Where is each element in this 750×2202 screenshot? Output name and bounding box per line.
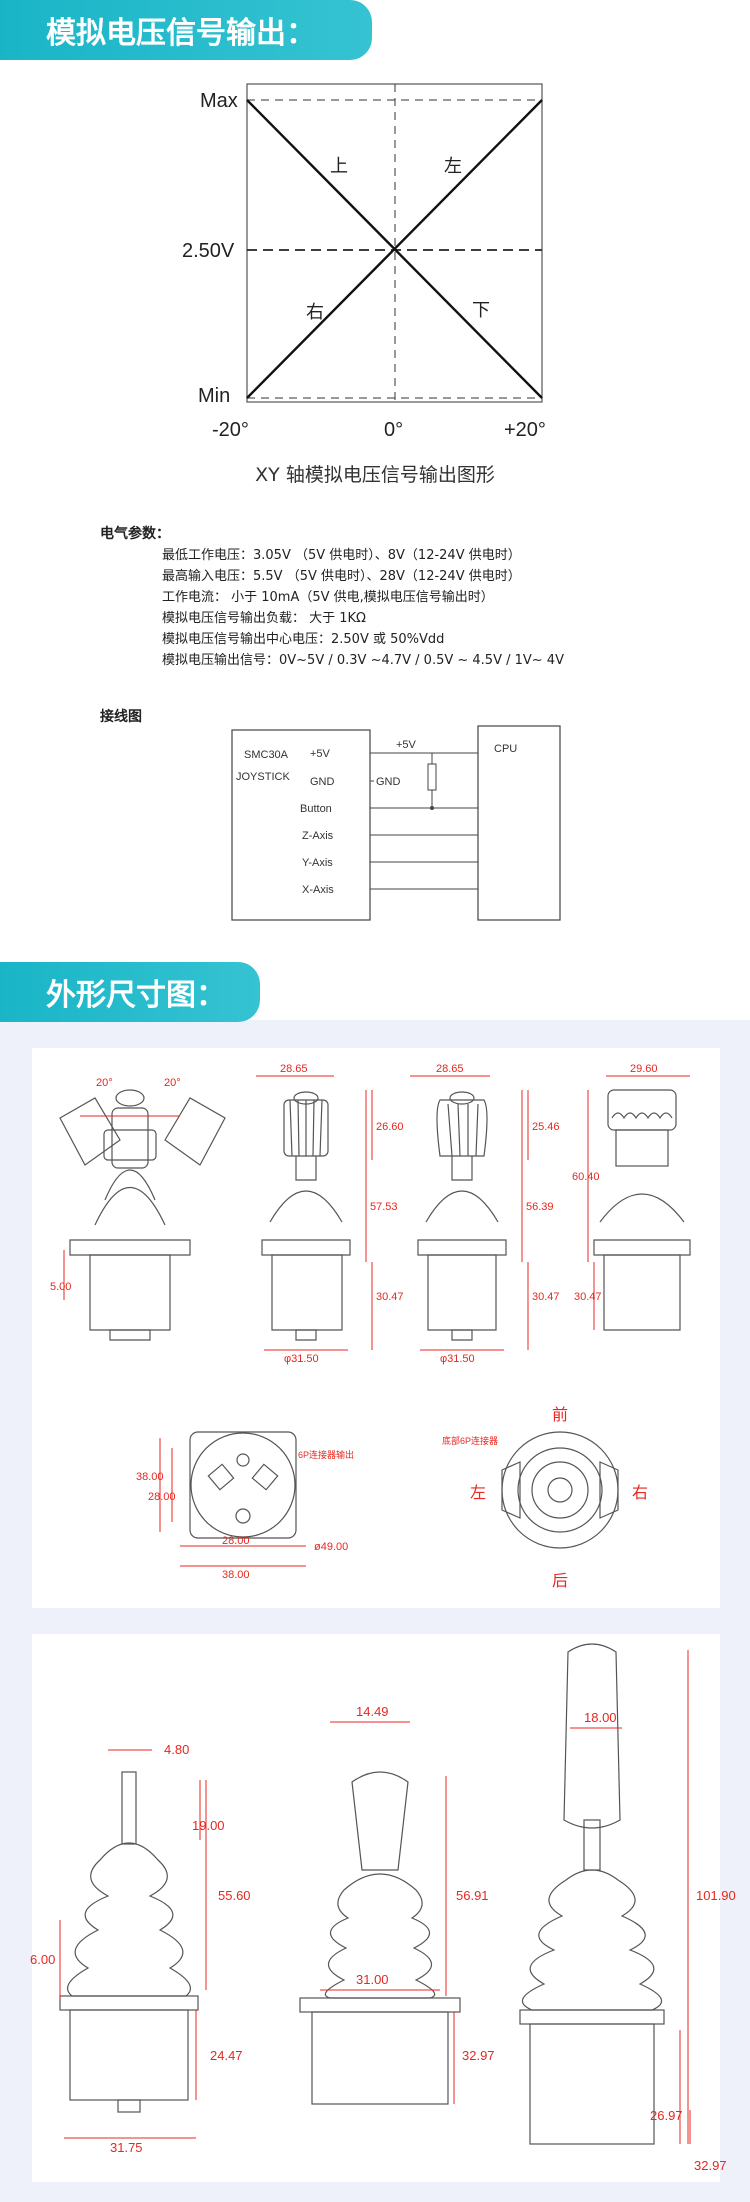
bottom-view [189,1431,297,1539]
pin-gnd: GND [310,776,335,788]
quad-upper-right: 左 [444,156,462,177]
dim-connector-label: 6P连接器输出 [298,1449,354,1460]
dim: 4.80 [164,1742,189,1757]
param-row: 最高输入电压：5.5V （5V 供电时）、28V（12-24V 供电时） [162,569,521,584]
dim: 32.97 [694,2158,727,2173]
pin-z: Z-Axis [302,830,334,842]
dir-front: 前 [552,1406,568,1424]
wiring-heading: 接线图 [100,709,142,725]
dim: 29.60 [630,1063,658,1075]
param-row: 工作电流： 小于 10mA（5V 供电,模拟电压信号输出时） [162,590,494,605]
pin-x: X-Axis [302,884,334,896]
x-left-label: -20° [212,419,249,441]
dimension-card-top [32,1048,720,1608]
electrical-heading: 电气参数： [100,526,170,542]
net-5v: +5V [396,739,417,751]
graph-caption: XY 轴模拟电压信号输出图形 [255,464,495,486]
dim: 28.65 [436,1063,464,1075]
param-row: 模拟电压信号输出负载： 大于 1KΩ [162,611,366,626]
dim: φ31.50 [440,1353,475,1365]
dim: 57.53 [370,1201,398,1213]
y-max-label: Max [200,90,238,112]
dim: 60.40 [572,1171,600,1183]
dim: 19.00 [192,1818,225,1833]
dim: 28.00 [148,1491,176,1503]
quad-lower-left: 右 [306,302,324,323]
top-dimension-drawings: 20° 20° 28.65 26.60 57.53 30.47 φ31.50 5… [50,1063,691,1590]
x-mid-label: 0° [384,419,403,441]
dim: 32.97 [462,2048,495,2063]
dim: 30.47 [532,1291,560,1303]
dim-bottom-connector: 底部6P连接器 [442,1435,498,1446]
dimension-title: 外形尺寸图： [0,962,260,1022]
dim: 55.60 [218,1888,251,1903]
dir-back: 后 [552,1572,568,1590]
pin-5v: +5V [310,748,331,760]
voltage-graph: Max 2.50V Min -20° 0° +20° 上 左 右 下 [182,83,546,441]
dim: 24.47 [210,2048,243,2063]
dim: 26.97 [650,2108,683,2123]
dim: 38.00 [136,1471,164,1483]
dim: 38.00 [222,1569,250,1581]
device-name-2: JOYSTICK [236,771,290,783]
dim: 25.46 [532,1121,560,1133]
dim: 26.60 [376,1121,404,1133]
direction-view [501,1431,619,1549]
cpu-box [477,725,561,921]
dim: ø49.00 [314,1541,348,1553]
quad-upper-left: 上 [330,156,348,177]
joystick-box [231,729,371,921]
dim: 30.47 [574,1291,602,1303]
dim: 28.00 [222,1535,250,1547]
dim: 5.00 [50,1281,71,1293]
analog-output-title: 模拟电压信号输出： [0,0,372,60]
cpu-label: CPU [494,743,517,755]
wiring-diagram: SMC30A JOYSTICK CPU +5V GND Button Z-Axi… [231,725,561,921]
device-name-1: SMC30A [244,749,289,761]
stick-view-c [519,1643,665,2145]
y-mid-label: 2.50V [182,240,235,262]
net-gnd: GND [376,776,401,788]
param-row: 模拟电压输出信号：0V~5V / 0.3V ~4.7V / 0.5V ~ 4.5… [162,653,564,668]
dim: φ31.50 [284,1353,319,1365]
dim: 30.47 [376,1291,404,1303]
dim: 28.65 [280,1063,308,1075]
stick-view-b [299,1771,461,2105]
dim: 18.00 [584,1710,617,1725]
dim: 56.91 [456,1888,489,1903]
joystick-tilt-view [59,1089,226,1341]
analog-output-section [0,0,750,960]
dir-left: 左 [470,1484,486,1502]
joystick-side-view-3 [593,1089,691,1331]
dir-right: 右 [632,1484,648,1502]
dim: 101.90 [696,1888,736,1903]
dim-angle-right: 20° [164,1077,181,1089]
diag-up [246,99,543,399]
dim: 6.00 [30,1952,55,1967]
pin-button: Button [300,803,332,815]
stick-view-a [59,1771,199,2113]
y-min-label: Min [198,385,230,407]
dim-angle-left: 20° [96,1077,113,1089]
param-row: 模拟电压信号输出中心电压：2.50V 或 50%Vdd [162,632,445,647]
dim: 56.39 [526,1201,554,1213]
dim: 31.00 [356,1972,389,1987]
joystick-side-view-1 [261,1091,351,1341]
dim: 31.75 [110,2140,143,2155]
joystick-side-view-2 [417,1091,507,1341]
param-row: 最低工作电压：3.05V （5V 供电时）、8V（12-24V 供电时） [162,548,521,563]
x-right-label: +20° [504,419,546,441]
pin-y: Y-Axis [302,857,333,869]
dim: 14.49 [356,1704,389,1719]
electrical-params: 电气参数： 最低工作电压：3.05V （5V 供电时）、8V（12-24V 供电… [100,524,564,671]
quad-lower-right: 下 [472,300,490,321]
dimension-card-bottom [32,1634,720,2182]
